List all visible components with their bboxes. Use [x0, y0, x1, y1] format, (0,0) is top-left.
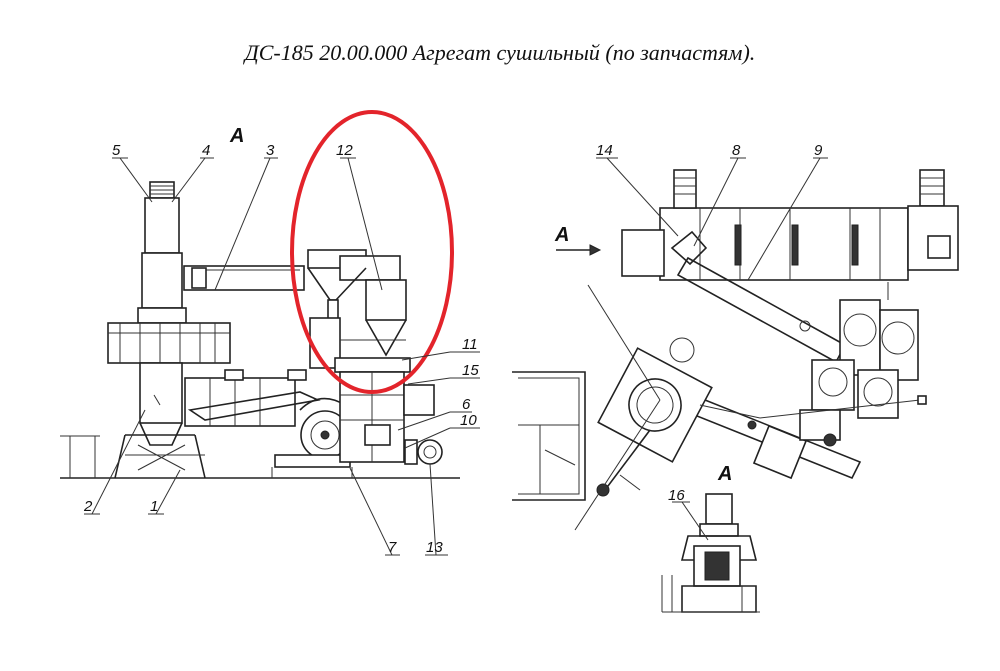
detail-view-a: А [661, 463, 760, 613]
callout-10: 10 [460, 412, 477, 429]
callout-11: 11 [462, 336, 478, 353]
view-a-label-detail: А [717, 463, 732, 485]
callout-leaders-right [574, 157, 828, 531]
callout-13: 13 [426, 539, 443, 556]
callout-5: 5 [112, 142, 121, 159]
callout-numbers: 5 4 3 12 11 15 6 10 2 1 7 13 14 8 9 16 [83, 142, 823, 556]
callout-4: 4 [202, 142, 210, 159]
callout-2: 2 [83, 498, 93, 515]
callout-8: 8 [732, 142, 741, 159]
diagram-title: ДС-185 20.00.000 Агрегат сушильный (по з… [244, 40, 756, 65]
callout-15: 15 [462, 362, 479, 379]
callout-14: 14 [596, 142, 613, 159]
callout-9: 9 [814, 142, 823, 159]
highlight-ellipse [290, 110, 454, 394]
callout-6: 6 [462, 396, 471, 413]
plan-view: А [512, 169, 959, 501]
callout-leaders-left [84, 157, 480, 556]
callout-12: 12 [336, 142, 353, 159]
callout-16: 16 [668, 487, 685, 504]
callout-7: 7 [388, 539, 397, 556]
callout-3: 3 [266, 142, 275, 159]
callout-1: 1 [150, 498, 158, 515]
view-a-label-plan: А [554, 224, 569, 246]
side-elevation-view: А [60, 125, 460, 479]
view-a-label-left: А [229, 125, 244, 147]
